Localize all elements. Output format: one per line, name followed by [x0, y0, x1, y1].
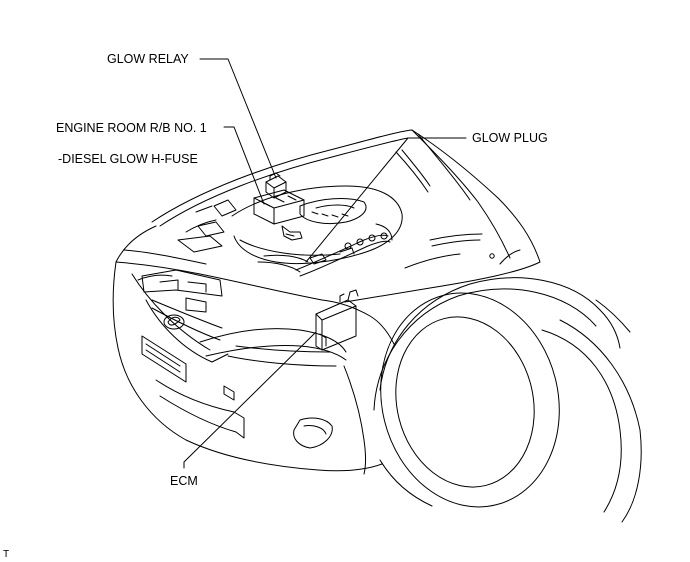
open-hood [151, 129, 541, 303]
front-wheel [373, 277, 642, 523]
leader-ecm [183, 331, 317, 469]
glow-relay-label: GLOW RELAY [107, 52, 189, 66]
glow-plug-label: GLOW PLUG [472, 131, 548, 145]
car-front-body [112, 225, 395, 475]
leader-engine-room-rb [223, 126, 265, 205]
leader-glow-relay [199, 58, 277, 179]
leader-lines [183, 58, 467, 469]
engine-cover [177, 185, 403, 264]
diesel-glow-fuse-label: -DIESEL GLOW H-FUSE [58, 152, 198, 166]
glow-plug-harness [257, 232, 391, 277]
engine-room-rb-part [253, 189, 305, 241]
figure-code: T [3, 549, 10, 560]
ecm-label: ECM [170, 474, 198, 488]
engine-room-rb-label: ENGINE ROOM R/B NO. 1 [56, 121, 207, 135]
ecm-part [315, 289, 359, 351]
leader-glow-plug [305, 137, 467, 263]
